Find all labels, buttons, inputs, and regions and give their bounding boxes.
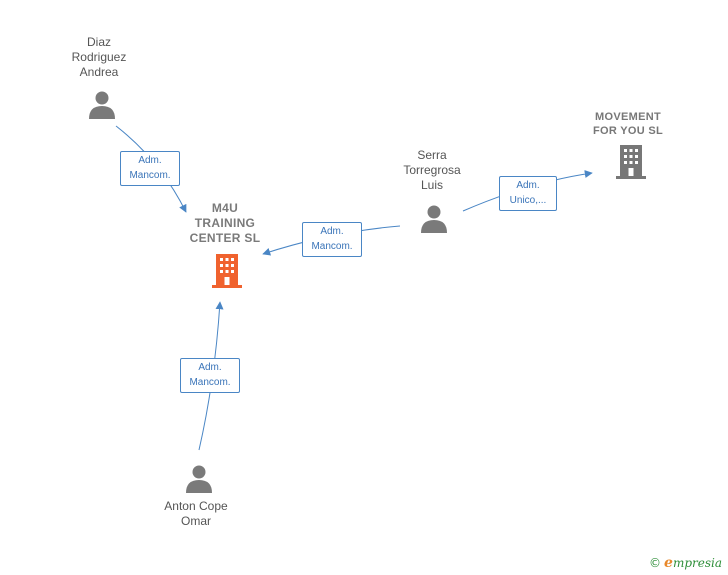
edge-label-serra-movement[interactable]: Adm. Unico,...: [499, 176, 557, 211]
copyright-icon: ©: [649, 556, 662, 570]
person-label-anton: Anton Cope Omar: [164, 499, 228, 528]
company-node-m4u[interactable]: [211, 253, 243, 294]
person-icon: [89, 91, 115, 119]
person-node-serra[interactable]: [419, 203, 449, 238]
person-icon: [186, 465, 212, 493]
building-icon: [212, 254, 242, 288]
person-label-diaz: Diaz Rodriguez Andrea: [71, 35, 127, 79]
edge-label-anton-m4u[interactable]: Adm. Mancom.: [180, 358, 240, 393]
edge-label-serra-m4u[interactable]: Adm. Mancom.: [302, 222, 362, 257]
company-label-movement: MOVEMENT FOR YOU SL: [592, 111, 664, 137]
company-node-movement[interactable]: [615, 144, 647, 185]
edge-label-diaz-m4u[interactable]: Adm. Mancom.: [120, 151, 180, 186]
person-icon: [421, 205, 447, 233]
brand-watermark: ©empresia: [649, 555, 722, 571]
company-label-m4u: M4U TRAINING CENTER SL: [189, 201, 261, 245]
brand-name: mpresia: [672, 556, 722, 570]
building-icon: [616, 145, 646, 179]
person-label-serra: Serra Torregrosa Luis: [403, 148, 461, 192]
person-node-anton[interactable]: [184, 463, 214, 498]
person-node-diaz[interactable]: [87, 89, 117, 124]
brand-letter: e: [664, 555, 673, 571]
